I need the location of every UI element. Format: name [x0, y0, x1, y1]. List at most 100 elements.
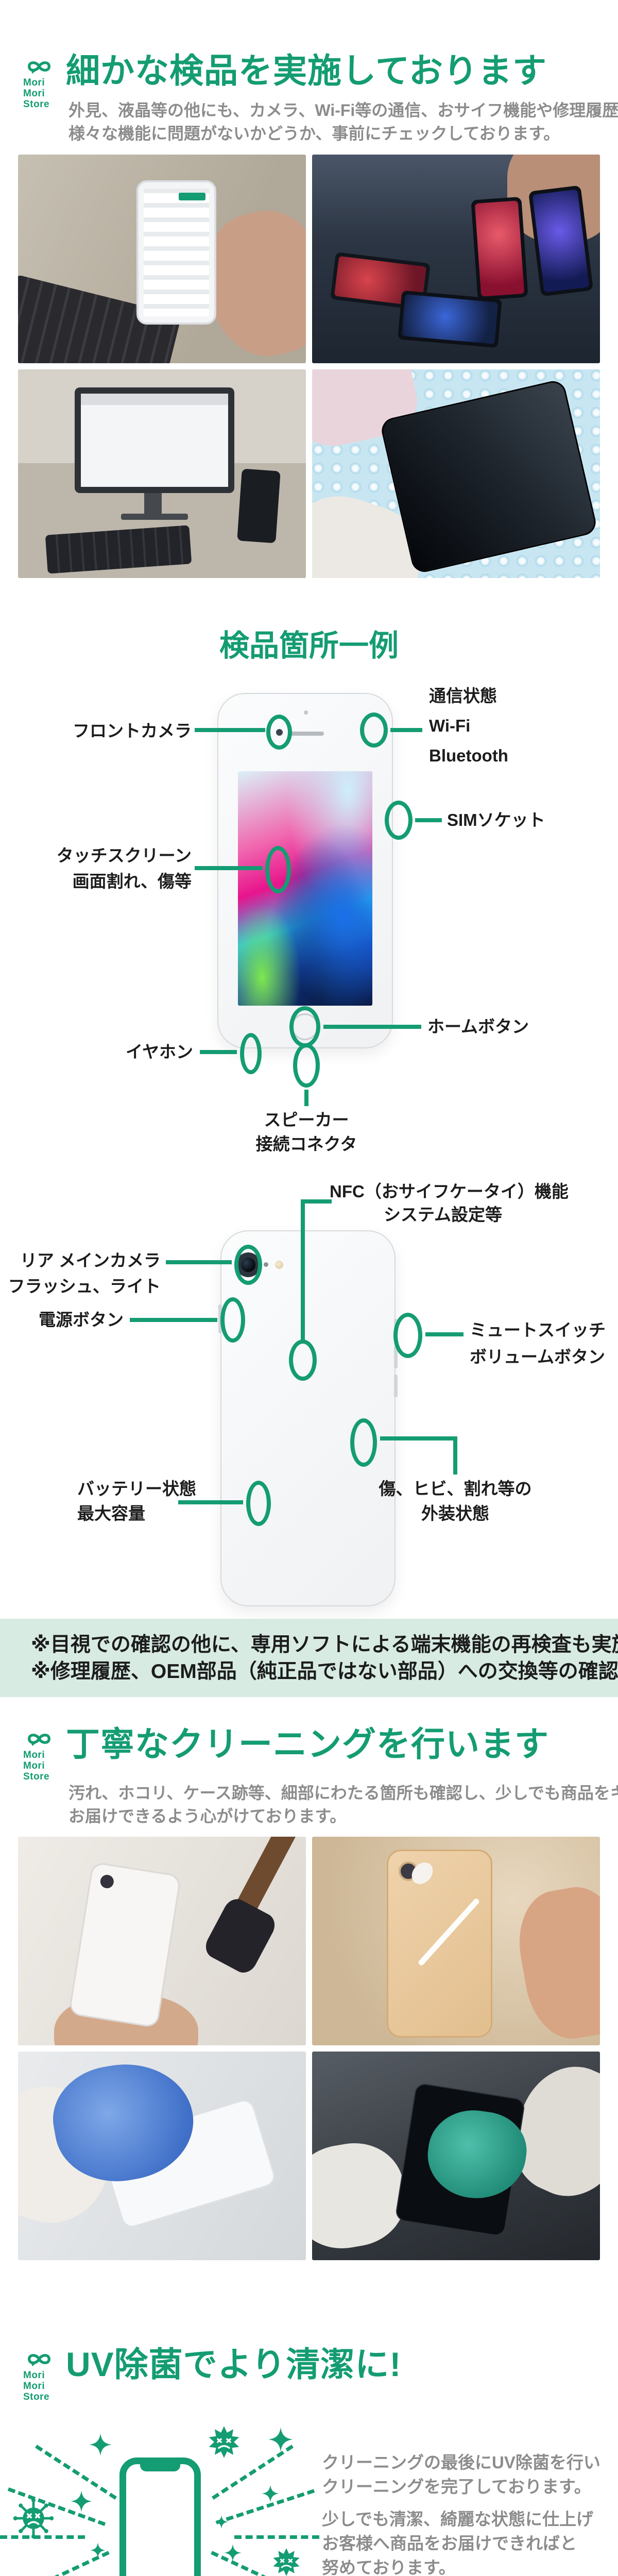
- label-exterior: 傷、ヒビ、割れ等の 外装状態: [378, 1477, 533, 1526]
- morimori-logo: Mori Mori Store: [23, 1730, 85, 1782]
- earpiece: [290, 732, 324, 736]
- logo-text: Mori Mori Store: [23, 2370, 85, 2402]
- inspection-photo-4: [312, 369, 600, 578]
- annotation-circle-connectivity: [360, 713, 388, 748]
- sparkle-icon: [262, 2485, 279, 2502]
- label-front-camera: フロントカメラ: [73, 721, 192, 740]
- annotation-circle-nfc: [289, 1340, 317, 1381]
- logo-line: Mori: [23, 1750, 45, 1760]
- annotation-line-sim: [415, 818, 442, 822]
- label-line: 画面割れ、傷等: [72, 872, 192, 891]
- uv-phone-outline: [119, 2458, 201, 2576]
- label-mute: ミュートスイッチ ボリュームボタン: [470, 1317, 606, 1370]
- label-line: 最大容量: [77, 1504, 145, 1523]
- uv-phone-notch: [140, 2463, 180, 2471]
- photo-shape: [201, 1894, 280, 1977]
- sparkle-icon: [89, 2433, 112, 2456]
- photo-shape: [121, 514, 188, 520]
- photo-shape: [81, 394, 228, 405]
- annotation-line-connectivity: [390, 728, 422, 732]
- annotation-circle-battery: [246, 1481, 271, 1526]
- logo-line: Mori: [23, 88, 45, 99]
- annotation-line-mute: [425, 1332, 464, 1336]
- annotation-circle-speaker: [293, 1043, 320, 1088]
- photo-shape: [474, 200, 525, 297]
- uv-text-line: クリーニングを完了しております。: [322, 2477, 591, 2496]
- label-connectivity: 通信状態 Wi-Fi Bluetooth: [429, 681, 508, 771]
- label-line: スピーカー: [264, 1110, 349, 1129]
- annotation-circle-earphone: [240, 1033, 262, 1074]
- cleaning-photo-grid: [18, 1837, 600, 2260]
- label-line: Bluetooth: [429, 746, 508, 765]
- annotation-circle-touchscreen: [265, 846, 291, 893]
- cleaning-photo-1: [18, 1837, 306, 2045]
- photo-shape: [179, 193, 205, 200]
- photo-shape: [144, 493, 162, 515]
- logo-text: Mori Mori Store: [23, 1750, 85, 1782]
- logo-line: Store: [23, 99, 50, 110]
- morimori-logo: Mori Mori Store: [23, 58, 85, 110]
- note-line: ※修理履歴、OEM部品（純正品ではない部品）への交換等の確認: [31, 1660, 618, 1683]
- logo-line: Mori: [23, 77, 45, 88]
- logo-line: Mori: [23, 2381, 45, 2392]
- description-line: お届けできるよう心がけております。: [68, 1807, 347, 1825]
- inspection-description: 外見、液晶等の他にも、カメラ、Wi-Fi等の通信、おサイフ機能や修理履歴等 様々…: [68, 99, 618, 145]
- logo-line: Mori: [23, 1760, 45, 1771]
- logo-line: Store: [23, 2392, 50, 2402]
- inspection-note-box: ※目視での確認の他に、専用ソフトによる端末機能の再検査も実施 ※修理履歴、OEM…: [0, 1619, 618, 1697]
- uv-paragraph-2: 少しでも清潔、綺麗な状態に仕上げ お客様へ商品をお届けできればと 努めております…: [322, 2507, 593, 2576]
- description-line: 様々な機能に問題がないかどうか、事前にチェックしております。: [68, 124, 560, 143]
- label-line: バッテリー状態: [77, 1479, 196, 1498]
- label-sim: SIMソケット: [447, 810, 545, 829]
- uv-text-line: クリーニングの最後にUV除菌を行い: [322, 2453, 600, 2472]
- label-battery: バッテリー状態 最大容量: [77, 1477, 196, 1526]
- label-power: 電源ボタン: [39, 1310, 124, 1329]
- annotation-line-home: [323, 1025, 421, 1029]
- morimori-logo: Mori Mori Store: [23, 2350, 85, 2402]
- label-line: システム設定等: [383, 1205, 502, 1224]
- photo-shape: [532, 189, 590, 293]
- cleaning-heading: 丁寧なクリーニングを行います: [66, 1725, 549, 1763]
- inspection-photo-3: [18, 369, 306, 578]
- logo-text: Mori Mori Store: [23, 77, 85, 110]
- inspection-photo-1: [18, 155, 306, 363]
- label-line: 接続コネクタ: [255, 1134, 357, 1154]
- photo-shape: [81, 394, 228, 487]
- label-line: ボリュームボタン: [470, 1347, 606, 1366]
- flash-shape: [275, 1261, 283, 1269]
- infinity-logo-icon: [24, 2350, 54, 2368]
- volume-down-shape: [394, 1375, 398, 1397]
- annotation-line-touchscreen: [195, 866, 263, 870]
- annotation-line-power: [130, 1318, 217, 1322]
- sparkle-icon: [215, 2515, 228, 2529]
- photo-shape: [144, 189, 209, 316]
- inspection-photo-grid: [18, 155, 600, 578]
- uv-text-line: お客様へ商品をお届けできればと: [322, 2534, 577, 2553]
- annotation-circle-mute: [393, 1313, 422, 1358]
- annotation-line-front-camera: [195, 728, 265, 732]
- photo-shape: [471, 196, 528, 301]
- label-line: 傷、ヒビ、割れ等の: [379, 1479, 532, 1498]
- power-button-shape: [218, 1304, 222, 1333]
- photo-shape: [510, 1880, 600, 2045]
- front-phone-screen: [238, 771, 372, 1006]
- volume-up-shape: [394, 1346, 398, 1368]
- rear-mic-dot: [264, 1262, 268, 1267]
- annotation-line-rear-camera: [166, 1260, 232, 1264]
- note-line: ※目視での確認の他に、専用ソフトによる端末機能の再検査も実施: [31, 1634, 618, 1656]
- germ-icon: [208, 2426, 240, 2459]
- cleaning-description: 汚れ、ホコリ、ケース跡等、細部にわたる箇所も確認し、少しでも商品をキレイな状態で…: [68, 1782, 618, 1828]
- logo-line: Store: [23, 1771, 50, 1782]
- infinity-logo-icon: [24, 58, 54, 75]
- photo-shape: [99, 1874, 115, 1889]
- label-earphone: イヤホン: [125, 1042, 193, 1061]
- annotation-circle-home: [289, 1006, 320, 1047]
- annotation-circle-sim: [385, 801, 413, 840]
- photo-shape: [75, 387, 234, 493]
- uv-heading: UV除菌でより清潔に!: [66, 2345, 402, 2383]
- infinity-logo-icon: [24, 1730, 54, 1748]
- sensor-dot: [304, 710, 308, 715]
- label-line: リア メインカメラ: [20, 1251, 161, 1270]
- annotation-line-exterior-h: [380, 1436, 457, 1440]
- label-line: Wi-Fi: [429, 716, 471, 735]
